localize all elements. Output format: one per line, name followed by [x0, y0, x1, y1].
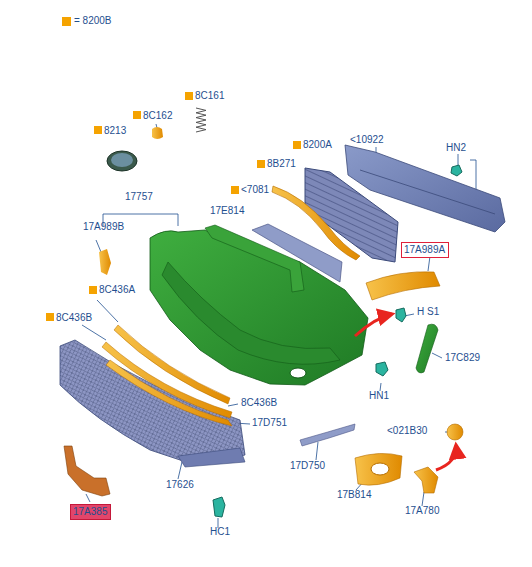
callout-number: 17B814: [337, 489, 371, 501]
bezel-17b814: [355, 453, 402, 485]
clip-hs1: [396, 308, 406, 322]
beam-edge: [360, 170, 495, 214]
callout-number: <021B30: [387, 425, 427, 437]
callout-number: 8C162: [143, 110, 172, 122]
strip-17d751: [106, 360, 232, 426]
callout-number: 8B271: [267, 158, 296, 170]
legend-entry: = 8200B: [62, 15, 112, 27]
callout-number: HC1: [210, 526, 230, 538]
emblem-8213: [107, 151, 137, 171]
callout-number: 8C436A: [99, 284, 135, 296]
callout-number: 17E814: [210, 205, 244, 217]
legend-swatch: [62, 17, 71, 26]
tow-hole: [290, 368, 306, 378]
callout-number: 17D750: [290, 460, 325, 472]
callout-number: <10922: [350, 134, 384, 146]
callout-number: H S1: [417, 306, 439, 318]
strip-17d750: [300, 424, 355, 446]
part-17a989b: [99, 249, 111, 275]
strip-17a989a: [366, 272, 440, 300]
callout-number: 17D751: [252, 417, 287, 429]
strip-17c829: [416, 324, 438, 373]
red-arrow: [355, 314, 392, 336]
highlight-box: 17A385: [70, 504, 111, 520]
bracket-17e814: [205, 225, 304, 292]
highlight-box: 17A989A: [401, 242, 449, 258]
callout-number: 17757: [125, 191, 153, 203]
bumper-lower-lip: [162, 262, 340, 364]
grille-lip: [178, 448, 245, 467]
callout-number: 8C161: [195, 90, 224, 102]
part-number: 17A989A: [404, 244, 446, 256]
callout-number: HN2: [446, 142, 466, 154]
callout-number: <7081: [241, 184, 269, 196]
clip-hc1: [213, 497, 225, 517]
callout-number: 8C436B: [56, 312, 92, 324]
cap-021b30: [447, 424, 463, 440]
callout-number: 8200A: [303, 139, 332, 151]
callout-number: 17C829: [445, 352, 480, 364]
strip-8c436b: [102, 342, 232, 418]
callout-number: 8213: [104, 125, 126, 137]
spring-8c161: [196, 108, 206, 132]
bezel-hole: [371, 463, 389, 475]
callout-number: 17626: [166, 479, 194, 491]
callout-number: 8C436B: [241, 397, 277, 409]
clip-hn2: [451, 165, 462, 176]
callout-number: 17A989B: [83, 221, 124, 233]
legend-text: = 8200B: [74, 15, 112, 27]
callout-number: HN1: [369, 390, 389, 402]
red-arrow: [436, 445, 456, 470]
clip-hn1: [376, 362, 388, 376]
part-number: 17A385: [73, 506, 108, 518]
clip-8c162: [152, 127, 163, 139]
grille-8200a: [305, 168, 398, 262]
callout-number: 17A780: [405, 505, 439, 517]
bracket-17a385: [64, 446, 110, 496]
bracket-17a780: [414, 467, 438, 493]
